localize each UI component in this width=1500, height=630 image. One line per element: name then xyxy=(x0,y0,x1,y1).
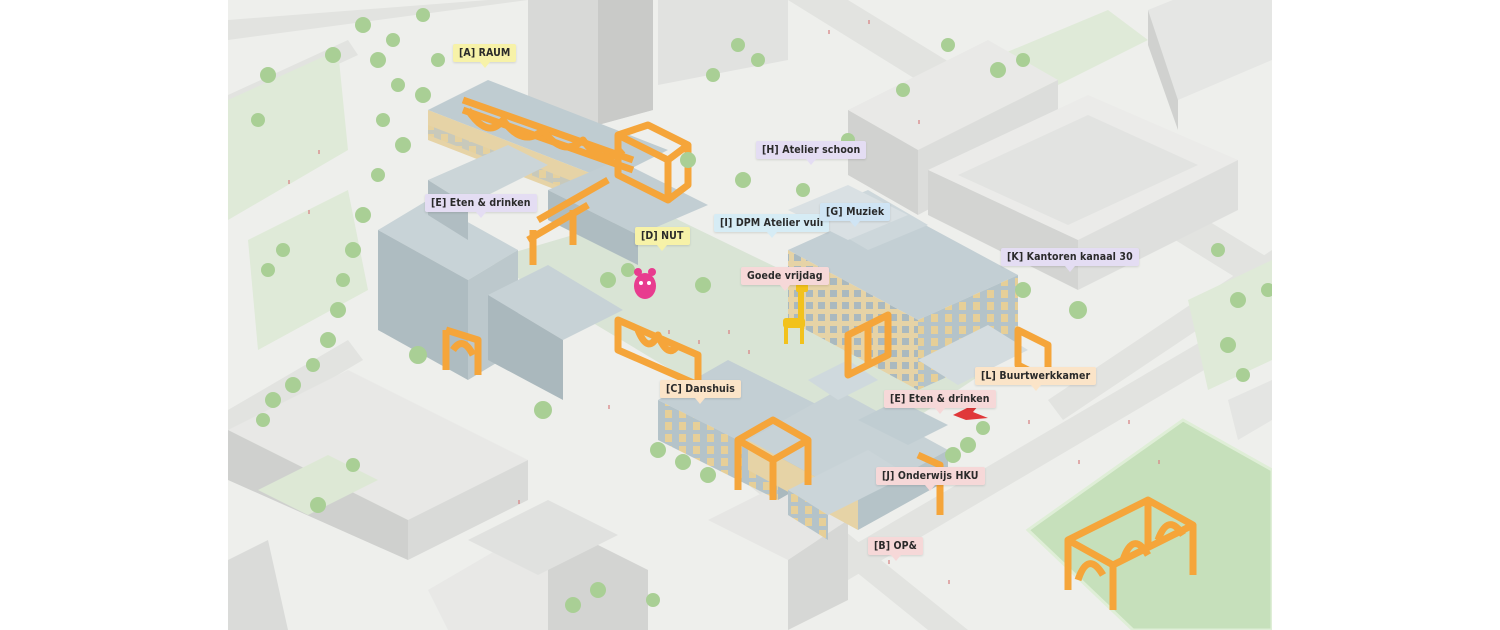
label-atelier-schoon[interactable]: [H] Atelier schoon xyxy=(756,141,867,159)
orange-scaffolding xyxy=(442,96,1197,610)
red-bird xyxy=(953,400,988,420)
label-raum[interactable]: [A] RAUM xyxy=(453,44,517,62)
people xyxy=(288,20,1160,584)
label-goede-vrijdag[interactable]: Goede vrijdag xyxy=(741,267,829,285)
label-onderwijs-hku[interactable]: [J] Onderwijs HKU xyxy=(876,467,985,485)
site-map[interactable]: [A] RAUM [E] Eten & drinken [D] NUT [H] … xyxy=(228,0,1272,630)
label-kantoren-kanaal-30[interactable]: [K] Kantoren kanaal 30 xyxy=(1001,248,1139,266)
pink-mascot xyxy=(634,268,656,299)
label-eten-drinken-west[interactable]: [E] Eten & drinken xyxy=(425,194,537,212)
label-danshuis[interactable]: [C] Danshuis xyxy=(660,380,741,398)
label-eten-drinken-east[interactable]: [E] Eten & drinken xyxy=(884,390,996,408)
yellow-giraffe xyxy=(783,284,808,344)
label-dpm-atelier-vuil[interactable]: [I] DPM Atelier vuil xyxy=(714,214,830,232)
label-op[interactable]: [B] OP& xyxy=(868,537,924,555)
trees xyxy=(251,8,1272,613)
label-nut[interactable]: [D] NUT xyxy=(635,227,690,245)
map-scene xyxy=(228,0,1272,630)
label-buurtwerkkamer[interactable]: [L] Buurtwerkkamer xyxy=(975,367,1097,385)
label-muziek[interactable]: [G] Muziek xyxy=(820,203,891,221)
